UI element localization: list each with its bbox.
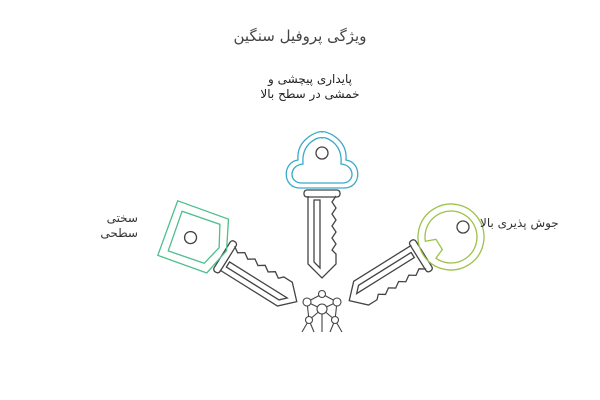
label-left: سختی سطحی xyxy=(80,211,138,241)
diagram-title: ویژگی پروفیل سنگین xyxy=(233,27,367,45)
label-top-line2: خمشی در سطح بالا xyxy=(260,87,360,101)
label-top-line1: پایداری پیچشی و xyxy=(268,72,352,86)
round-key-icon xyxy=(417,203,485,271)
square-key-icon xyxy=(156,199,230,274)
label-right: جوش پذیری بالا xyxy=(480,216,559,230)
label-top: پایداری پیچشی و خمشی در سطح بالا xyxy=(220,72,400,102)
key-left xyxy=(156,199,307,318)
molecule-structure-icon xyxy=(301,289,343,333)
cloud-key-icon xyxy=(285,131,359,189)
label-left-line1: سختی xyxy=(106,211,138,225)
key-top xyxy=(285,131,359,279)
key-right xyxy=(339,203,485,317)
label-left-line2: سطحی xyxy=(100,226,138,240)
